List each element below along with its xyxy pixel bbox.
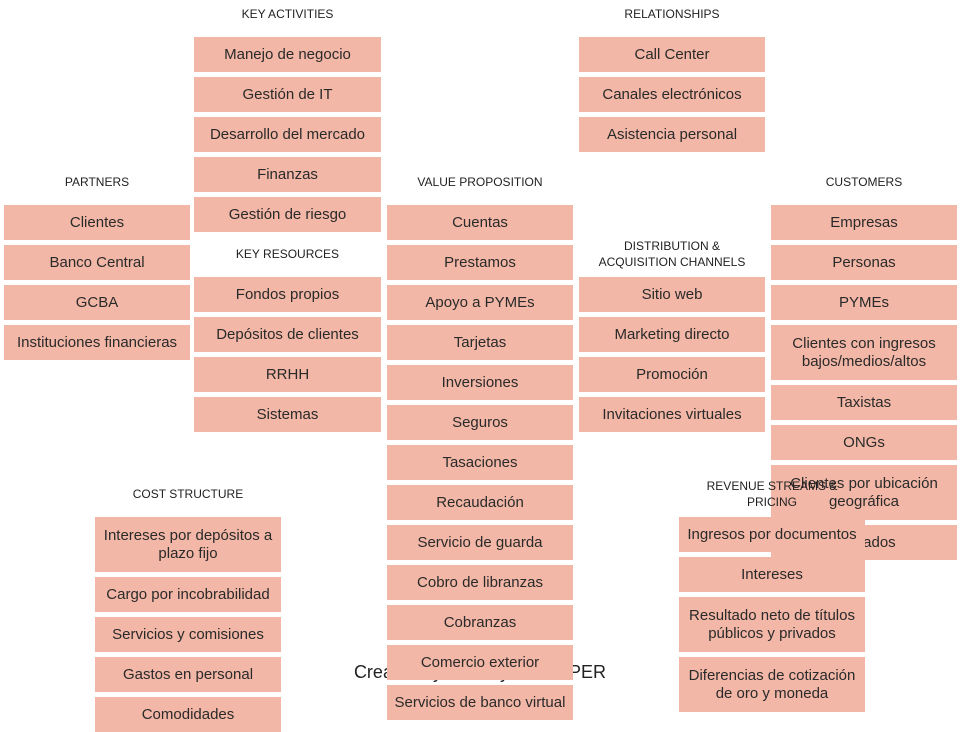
cost-item: Intereses por depósitos a plazo fijo bbox=[95, 517, 281, 572]
cost-item: Comodidades bbox=[95, 697, 281, 732]
value-proposition-item: Seguros bbox=[387, 405, 573, 440]
customers-heading: CUSTOMERS bbox=[825, 175, 903, 189]
value-proposition-item: Tarjetas bbox=[387, 325, 573, 360]
key-activity-item: Gestión de riesgo bbox=[194, 197, 381, 232]
customer-item: Taxistas bbox=[771, 385, 957, 420]
key-activity-item: Desarrollo del mercado bbox=[194, 117, 381, 152]
value-proposition-item: Cobro de libranzas bbox=[387, 565, 573, 600]
value-proposition-item: Tasaciones bbox=[387, 445, 573, 480]
cost-structure-heading: COST STRUCTURE bbox=[132, 487, 244, 501]
value-proposition-item: Recaudación bbox=[387, 485, 573, 520]
key-resource-item: RRHH bbox=[194, 357, 381, 392]
key-activity-item: Manejo de negocio bbox=[194, 37, 381, 72]
value-proposition-item: Apoyo a PYMEs bbox=[387, 285, 573, 320]
relationship-item: Call Center bbox=[579, 37, 765, 72]
revenue-heading: REVENUE STREAMS & PRICING bbox=[706, 479, 838, 509]
revenue-item: Resultado neto de títulos públicos y pri… bbox=[679, 597, 865, 652]
value-proposition-item: Cuentas bbox=[387, 205, 573, 240]
partner-item: Banco Central bbox=[4, 245, 190, 280]
revenue-item: Intereses bbox=[679, 557, 865, 592]
key-resource-item: Depósitos de clientes bbox=[194, 317, 381, 352]
key-resources-heading: KEY RESOURCES bbox=[235, 247, 340, 261]
relationship-item: Canales electrónicos bbox=[579, 77, 765, 112]
cost-item: Cargo por incobrabilidad bbox=[95, 577, 281, 612]
value-proposition-item: Cobranzas bbox=[387, 605, 573, 640]
distribution-item: Marketing directo bbox=[579, 317, 765, 352]
distribution-item: Invitaciones virtuales bbox=[579, 397, 765, 432]
value-proposition-heading: VALUE PROPOSITION bbox=[417, 175, 543, 189]
relationships-heading: RELATIONSHIPS bbox=[624, 7, 720, 21]
key-activity-item: Finanzas bbox=[194, 157, 381, 192]
customer-item: Personas bbox=[771, 245, 957, 280]
distribution-item: Promoción bbox=[579, 357, 765, 392]
distribution-heading: DISTRIBUTION & ACQUISITION CHANNELS bbox=[598, 239, 746, 269]
partner-item: GCBA bbox=[4, 285, 190, 320]
partner-item: Clientes bbox=[4, 205, 190, 240]
key-resource-item: Fondos propios bbox=[194, 277, 381, 312]
customer-item: ONGs bbox=[771, 425, 957, 460]
key-activity-item: Gestión de IT bbox=[194, 77, 381, 112]
revenue-item: Diferencias de cotización de oro y moned… bbox=[679, 657, 865, 712]
customer-item: Empresas bbox=[771, 205, 957, 240]
value-proposition-item: Inversiones bbox=[387, 365, 573, 400]
customer-item: PYMEs bbox=[771, 285, 957, 320]
value-proposition-item: Prestamos bbox=[387, 245, 573, 280]
cost-item: Gastos en personal bbox=[95, 657, 281, 692]
value-proposition-item: Comercio exterior bbox=[387, 645, 573, 680]
partners-heading: PARTNERS bbox=[64, 175, 130, 189]
cost-item: Servicios y comisiones bbox=[95, 617, 281, 652]
customer-item: Clientes con ingresos bajos/medios/altos bbox=[771, 325, 957, 380]
key-resource-item: Sistemas bbox=[194, 397, 381, 432]
distribution-item: Sitio web bbox=[579, 277, 765, 312]
customer-item: Clientes por ubicación geográfica bbox=[771, 465, 957, 520]
revenue-item: Ingresos por documentos bbox=[679, 517, 865, 552]
relationship-item: Asistencia personal bbox=[579, 117, 765, 152]
value-proposition-item: Servicio de guarda bbox=[387, 525, 573, 560]
key-activities-heading: KEY ACTIVITIES bbox=[241, 7, 334, 21]
value-proposition-item: Servicios de banco virtual bbox=[387, 685, 573, 720]
partner-item: Instituciones financieras bbox=[4, 325, 190, 360]
